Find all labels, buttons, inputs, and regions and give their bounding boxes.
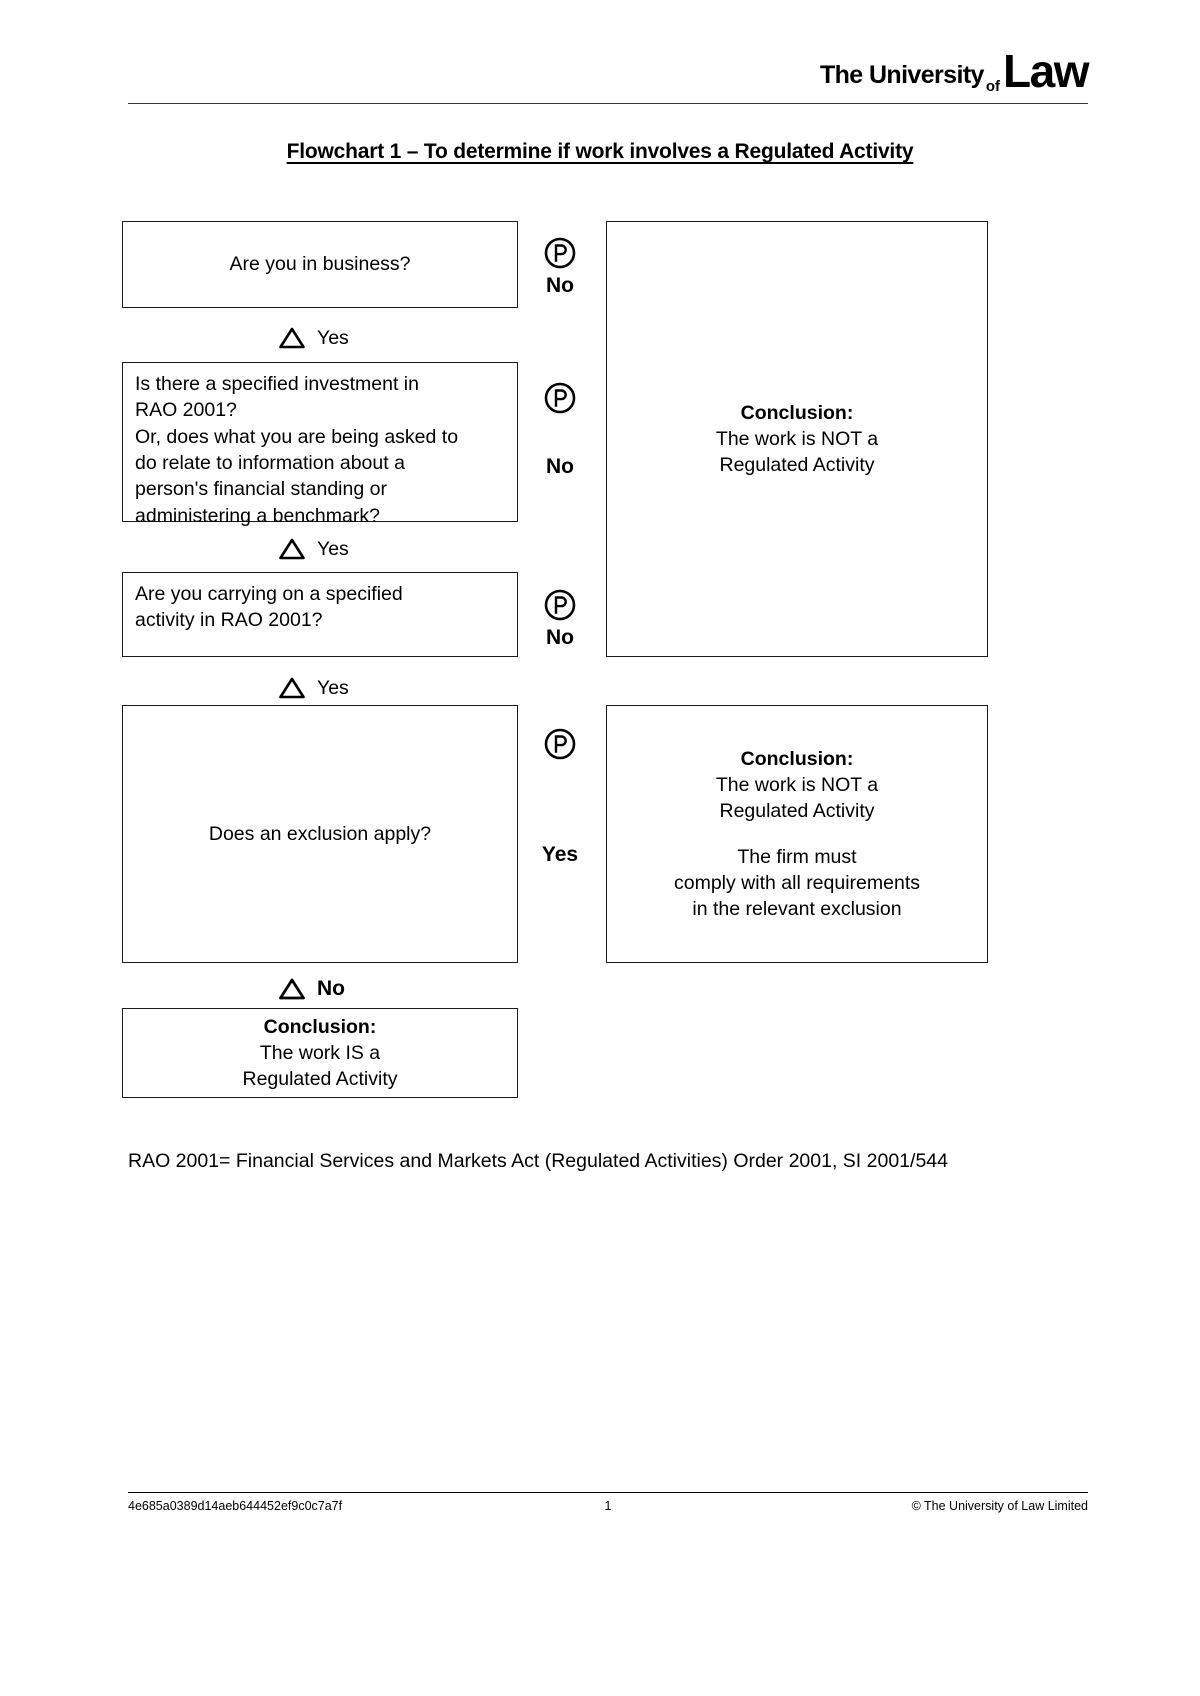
footnote-line-2: 2001/544 [866, 1150, 948, 1172]
conclusion-2-spacer [674, 825, 920, 844]
circled-p-icon [528, 727, 592, 761]
triangle-up-icon [277, 537, 307, 561]
branch-label-no-1: No [546, 274, 574, 297]
conclusion-1-title: Conclusion: [740, 401, 854, 424]
branch-marker-yes-1: Yes [277, 326, 349, 350]
conclusion-3-line-1: The work IS a [259, 1041, 381, 1064]
flow-box-question-4-text: Does an exclusion apply? [208, 822, 432, 845]
branch-label-yes-2: Yes [317, 537, 349, 560]
triangle-up-icon [277, 326, 307, 350]
flow-box-conclusion-not-regulated-2: Conclusion: The work is NOT a Regulated … [606, 705, 988, 963]
logo-text-of: of [985, 78, 1001, 95]
flow-box-question-3: Are you carrying on a specified activity… [122, 572, 518, 657]
flow-box-question-2-line-6: administering a benchmark? [135, 504, 380, 527]
page-title-text: Flowchart 1 – To determine if work invol… [286, 140, 914, 163]
logo-text-the-university: The University [819, 61, 984, 89]
logo-text-law: Law [1003, 45, 1089, 97]
conclusion-3-title: Conclusion: [263, 1015, 377, 1038]
conclusion-1-line-2: Regulated Activity [719, 454, 875, 477]
conclusion-1-line-1: The work is NOT a [715, 427, 879, 450]
flow-box-question-2: Is there a specified investment in RAO 2… [122, 362, 518, 527]
flow-box-question-2-line-2: RAO 2001? [135, 399, 237, 422]
branch-marker-no-1: No [528, 236, 592, 298]
conclusion-3-line-2: Regulated Activity [242, 1068, 398, 1091]
flow-box-conclusion-is-regulated: Conclusion: The work IS a Regulated Acti… [122, 1008, 518, 1098]
branch-label-yes-4: Yes [541, 843, 579, 866]
page-footer: 4e685a0389d14aeb644452ef9c0c7a7f 1 © The… [128, 1499, 1088, 1513]
conclusion-2-line-3: The firm must [737, 845, 857, 868]
footer-divider [128, 1492, 1088, 1493]
circled-p-icon [528, 236, 592, 270]
page-title: Flowchart 1 – To determine if work invol… [0, 140, 1200, 164]
footer-page-number: 1 [604, 1499, 612, 1513]
conclusion-2-line-1: The work is NOT a [715, 773, 879, 796]
branch-label-no-3: No [546, 626, 574, 649]
branch-label-no-final: No [317, 977, 345, 1000]
flow-box-question-3-line-2: activity in RAO 2001? [135, 609, 323, 632]
branch-marker-yes-4: Yes [528, 727, 592, 867]
branch-marker-yes-2: Yes [277, 537, 349, 561]
branch-label-yes-1: Yes [317, 326, 349, 349]
conclusion-2-line-5: in the relevant exclusion [692, 898, 902, 921]
flow-box-question-2-line-4: do relate to information about a [135, 451, 405, 474]
circled-p-icon [528, 588, 592, 622]
header-divider [128, 103, 1088, 104]
triangle-up-icon [277, 676, 307, 700]
branch-marker-yes-3: Yes [277, 676, 349, 700]
conclusion-2-title: Conclusion: [740, 747, 854, 770]
flow-box-question-4: Does an exclusion apply? [122, 705, 518, 963]
conclusion-2-line-4: comply with all requirements [673, 871, 920, 894]
footer-document-id: 4e685a0389d14aeb644452ef9c0c7a7f [128, 1499, 343, 1513]
footnote-rao-definition: RAO 2001= Financial Services and Markets… [128, 1148, 988, 1174]
conclusion-2-line-2: Regulated Activity [719, 800, 875, 823]
flow-box-question-3-line-1: Are you carrying on a specified [135, 583, 403, 605]
branch-label-yes-3: Yes [317, 676, 349, 699]
branch-label-no-2: No [546, 455, 574, 478]
flow-box-question-2-line-3: Or, does what you are being asked to [135, 425, 459, 448]
footer-copyright: © The University of Law Limited [911, 1499, 1088, 1513]
branch-marker-no-3: No [528, 588, 592, 650]
circled-p-icon [528, 381, 592, 415]
branch-marker-no-final: No [277, 977, 345, 1001]
footnote-line-1: RAO 2001= Financial Services and Markets… [128, 1150, 862, 1172]
triangle-up-icon [277, 977, 307, 1001]
flow-box-question-2-line-1: Is there a specified investment in [135, 373, 419, 395]
flow-box-question-1: Are you in business? [122, 221, 518, 308]
flow-box-question-2-line-5: person's financial standing or [135, 478, 387, 501]
branch-marker-no-2: No [528, 381, 592, 479]
flow-box-question-1-text: Are you in business? [229, 253, 411, 276]
flow-box-conclusion-not-regulated-1: Conclusion: The work is NOT a Regulated … [606, 221, 988, 657]
